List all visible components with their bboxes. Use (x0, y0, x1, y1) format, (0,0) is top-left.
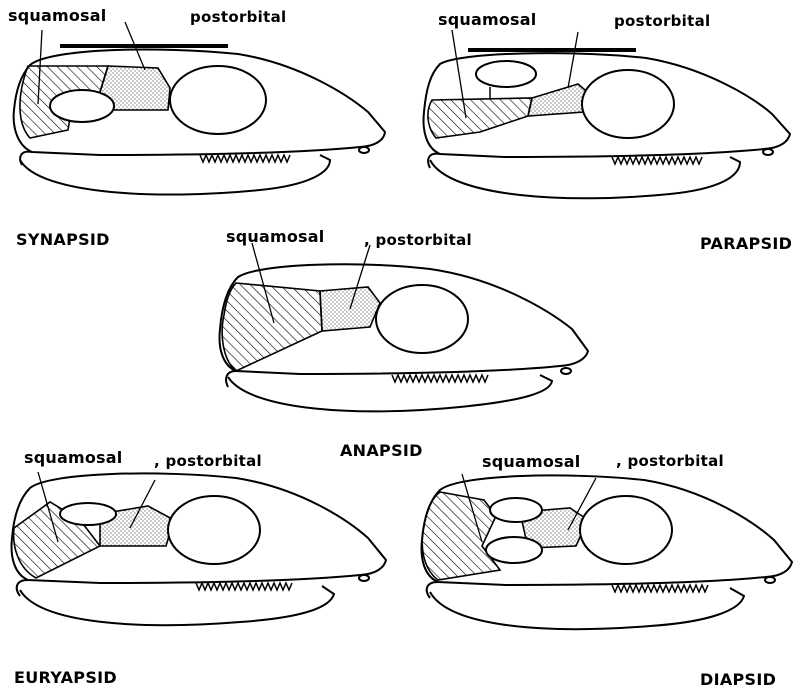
type-label-synapsid: SYNAPSID (16, 232, 110, 248)
lower-jaw (228, 375, 552, 411)
squamosal-label: squamosal (24, 450, 122, 466)
orbit (582, 70, 674, 138)
squamosal-label: squamosal (226, 229, 324, 245)
diapsid-skull-drawing (400, 450, 802, 693)
nostril (765, 577, 775, 583)
orbit (376, 285, 468, 353)
orbit (170, 66, 266, 134)
teeth-row (392, 375, 488, 382)
temporal-fenestra (50, 90, 114, 122)
lower-jaw (430, 588, 744, 629)
teeth-row (612, 157, 702, 164)
upper-temporal-fenestra (490, 498, 542, 522)
postorbital-label: postorbital (190, 10, 286, 25)
teeth-row (612, 585, 708, 592)
squamosal-label: squamosal (482, 454, 580, 470)
nostril (561, 368, 571, 374)
synapsid-skull-drawing (0, 0, 400, 260)
lower-jaw (20, 155, 330, 195)
nostril (763, 149, 773, 155)
temporal-fenestra (60, 503, 116, 525)
skull-anapsid: squamosal , postorbital ANAPSID (200, 225, 620, 465)
nostril (359, 575, 369, 581)
parapsid-skull-drawing (400, 0, 802, 260)
lower-temporal-fenestra (486, 537, 542, 563)
skull-parapsid: squamosal postorbital PARAPSID (400, 0, 802, 260)
postorbital-label: , postorbital (616, 454, 724, 469)
skull-synapsid: squamosal postorbital SYNAPSID (0, 0, 400, 260)
postorbital-label: , postorbital (154, 454, 262, 469)
anapsid-skull-drawing (200, 225, 620, 465)
postorbital-label: postorbital (614, 14, 710, 29)
nostril (359, 147, 369, 153)
lower-jaw (20, 586, 334, 625)
postorbital-label: , postorbital (364, 233, 472, 248)
teeth-row (200, 155, 290, 162)
orbit (580, 496, 672, 564)
temporal-fenestra (476, 61, 536, 87)
skull-diapsid: squamosal , postorbital DIAPSID (400, 450, 802, 693)
squamosal-label: squamosal (8, 8, 106, 24)
skull-euryapsid: squamosal , postorbital EURYAPSID (0, 450, 400, 693)
teeth-row (196, 583, 292, 590)
orbit (168, 496, 260, 564)
squamosal-label: squamosal (438, 12, 536, 28)
type-label-parapsid: PARAPSID (700, 236, 792, 252)
type-label-diapsid: DIAPSID (700, 672, 776, 688)
type-label-euryapsid: EURYAPSID (14, 670, 117, 686)
euryapsid-skull-drawing (0, 450, 400, 693)
